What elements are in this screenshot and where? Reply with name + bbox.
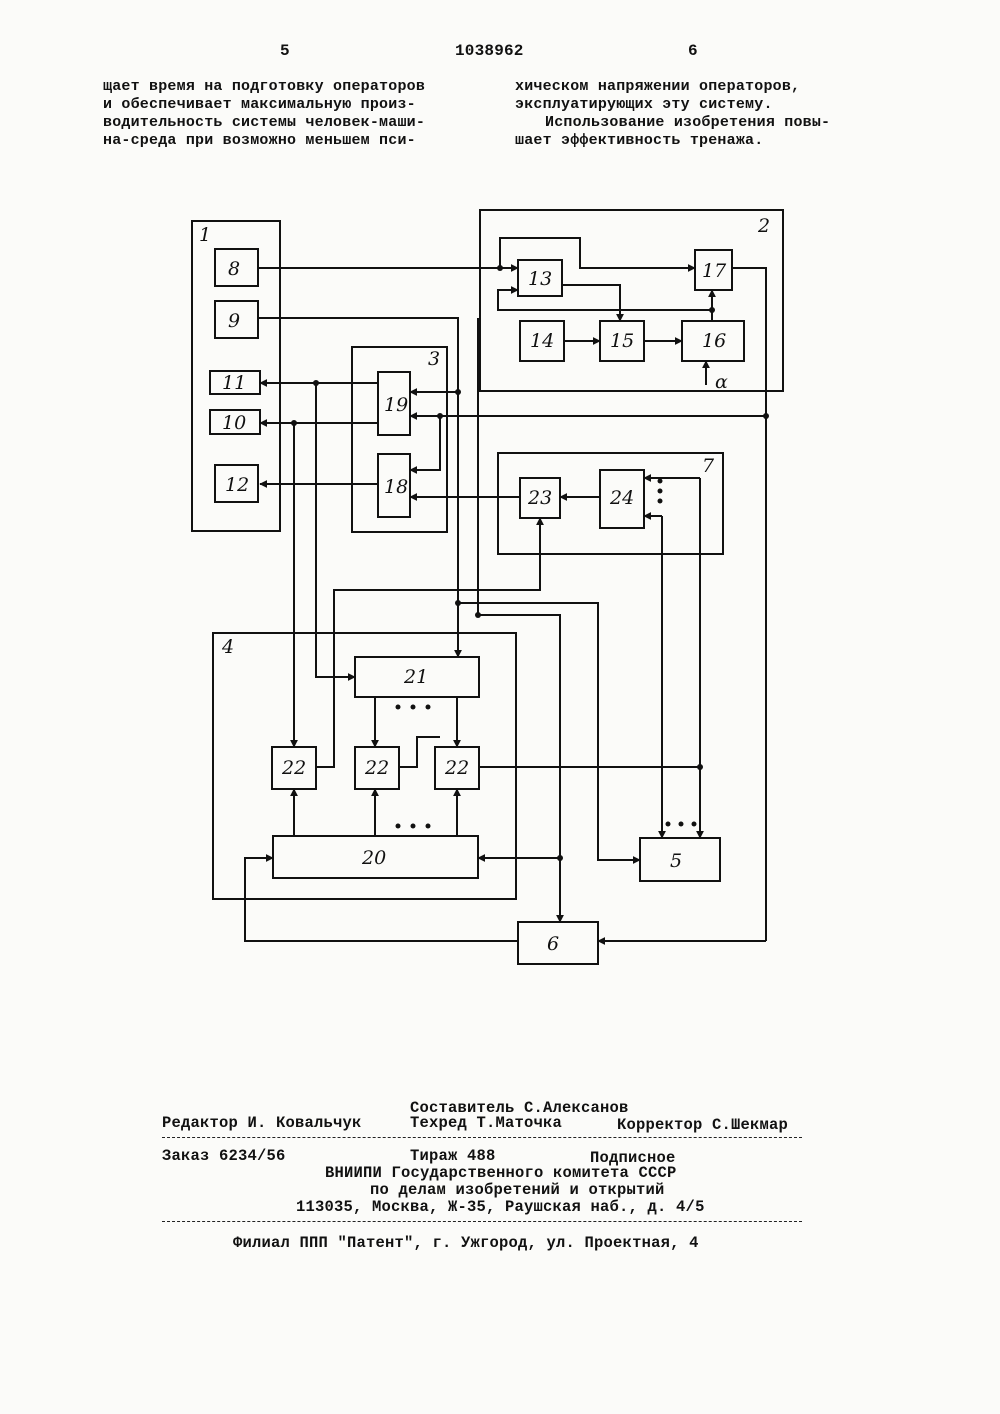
label-20: 20 <box>361 847 386 869</box>
link-bus-6 <box>478 318 560 922</box>
link-16-13 <box>498 290 712 310</box>
label-22b: 22 <box>364 757 389 779</box>
techred: Техред Т.Маточка <box>410 1114 562 1132</box>
separator-top <box>162 1137 802 1138</box>
label-21: 21 <box>403 666 428 688</box>
address: 113035, Москва, Ж-35, Раушская наб., д. … <box>296 1198 705 1216</box>
label-18: 18 <box>384 476 408 498</box>
label-12: 12 <box>225 474 249 496</box>
label-9: 9 <box>228 310 240 332</box>
label-6: 6 <box>547 933 559 955</box>
label-23: 23 <box>527 487 552 509</box>
label-22a: 22 <box>281 757 306 779</box>
label-8: 8 <box>228 258 240 280</box>
circulation: Тираж 488 <box>410 1147 496 1165</box>
org-line-2: по делам изобретений и открытий <box>370 1181 665 1199</box>
label-3: 3 <box>428 348 440 370</box>
label-10: 10 <box>222 412 246 434</box>
label-11: 11 <box>222 372 246 394</box>
label-15: 15 <box>610 330 634 352</box>
order-number: Заказ 6234/56 <box>162 1147 286 1165</box>
link-13-15 <box>562 285 620 321</box>
link-22b <box>399 737 440 767</box>
label-1: 1 <box>199 224 211 246</box>
label-14: 14 <box>530 330 554 352</box>
label-5: 5 <box>670 850 682 872</box>
link-to-17 <box>500 238 695 268</box>
frame-block-3 <box>352 347 447 532</box>
label-22c: 22 <box>444 757 469 779</box>
label-13: 13 <box>528 268 552 290</box>
label-2: 2 <box>757 215 770 237</box>
branch: Филиал ППП "Патент", г. Ужгород, ул. Про… <box>233 1234 699 1252</box>
label-24: 24 <box>609 487 634 509</box>
link-17-bus <box>732 268 766 900</box>
block-diagram: 1 2 3 4 5 6 7 8 9 10 11 12 13 14 15 16 1… <box>0 0 1000 1000</box>
corrector: Корректор С.Шекмар <box>617 1116 788 1134</box>
label-alpha: α <box>715 371 728 393</box>
editor: Редактор И. Ковальчук <box>162 1114 362 1132</box>
link-to-18 <box>410 416 440 470</box>
label-4: 4 <box>221 636 234 658</box>
org-line-1: ВНИИПИ Государственного комитета СССР <box>325 1164 677 1182</box>
link-bus-5 <box>458 603 640 860</box>
separator-bottom <box>162 1221 802 1222</box>
label-19: 19 <box>384 394 408 416</box>
label-7: 7 <box>702 455 715 477</box>
junction-dots <box>291 265 769 861</box>
label-16: 16 <box>702 330 726 352</box>
link-22a-23 <box>316 518 540 767</box>
label-17: 17 <box>702 260 727 282</box>
